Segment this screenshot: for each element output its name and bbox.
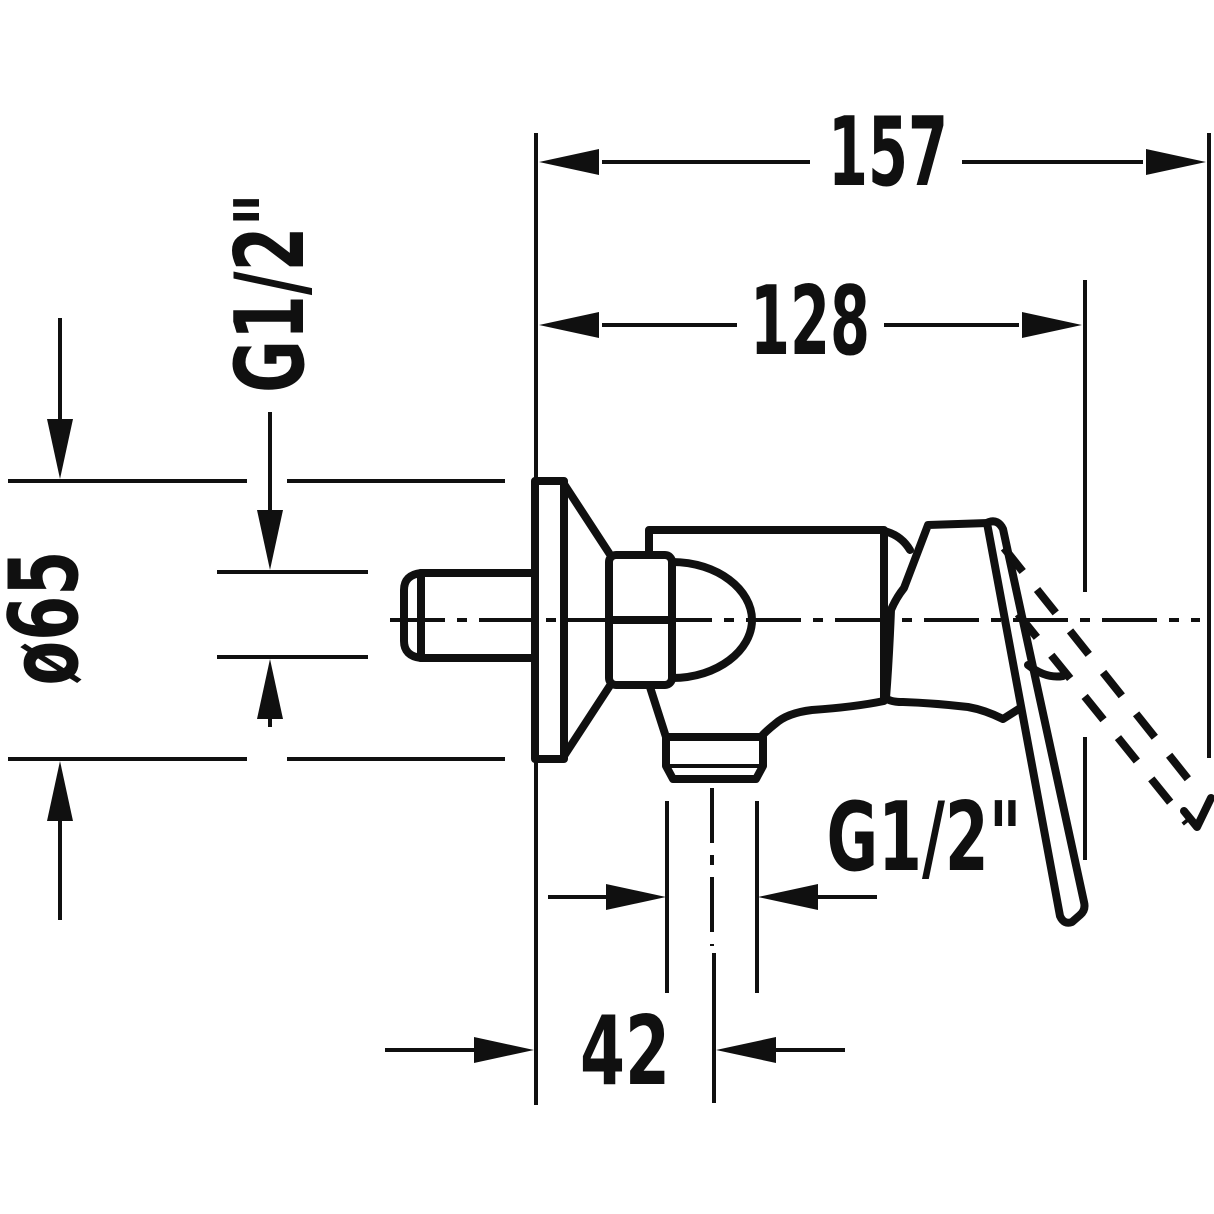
inlet-thread-label: G1/2": [216, 193, 326, 393]
arrowhead-right: [606, 884, 666, 910]
arrowhead-right: [1146, 149, 1206, 175]
centerlines: [390, 618, 1200, 946]
dimension-157-label: 157: [828, 98, 948, 208]
faucet-figure: [400, 477, 1214, 927]
arrowhead-left: [539, 312, 599, 338]
arrowhead-down: [257, 510, 283, 570]
dimension-outlet-thread: G1/2": [548, 783, 1022, 910]
arrowhead-right: [1022, 312, 1082, 338]
body-cover-fillet: [880, 527, 914, 554]
wall-plate: [531, 477, 568, 763]
arrowhead-down: [47, 419, 73, 479]
dimension-42-label: 42: [580, 997, 670, 1107]
dimension-flange-diameter: ø65: [0, 318, 100, 920]
outlet-thread-label: G1/2": [827, 783, 1022, 893]
arrowhead-left: [716, 1037, 776, 1063]
dimension-128-label: 128: [750, 267, 870, 377]
arrowhead-left: [758, 884, 818, 910]
arrowhead-up: [47, 761, 73, 821]
lever-handle: [983, 517, 1089, 927]
extension-lines: [8, 133, 1211, 1105]
dimension-42: 42: [385, 997, 845, 1107]
dimension-inlet-thread: G1/2": [216, 193, 326, 727]
lever-handle-dashed-position: [1000, 545, 1214, 831]
outlet-stub: [662, 733, 767, 783]
arrowhead-right: [474, 1037, 534, 1063]
dimension-128: 128: [539, 267, 1082, 377]
arrowhead-up: [257, 659, 283, 719]
inlet-pipe: [400, 569, 552, 662]
flange-diameter-label: ø65: [0, 551, 100, 686]
dimension-157: 157: [539, 98, 1206, 208]
arrowhead-left: [539, 149, 599, 175]
